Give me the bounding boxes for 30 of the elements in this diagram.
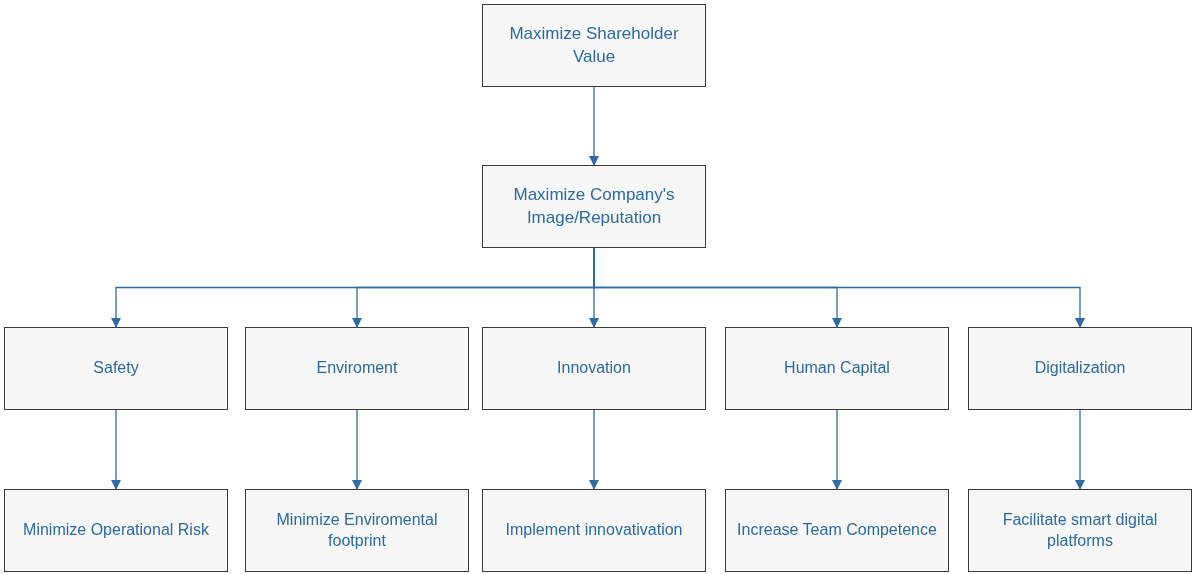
box-label: Facilitate smart digital platforms: [1001, 509, 1159, 551]
box-label: Maximize Company's Image/Reputation: [512, 184, 676, 229]
arrow: [111, 409, 121, 490]
box-label: Innovation: [557, 358, 631, 379]
arrow: [589, 86, 599, 166]
process-box: [482, 489, 706, 572]
process-box: [725, 327, 949, 410]
arrow: [589, 409, 599, 490]
process-box: [482, 4, 706, 87]
box-label: Digitalization: [1034, 358, 1126, 379]
process-box: [968, 489, 1192, 572]
box-label: Enviroment: [316, 358, 398, 379]
box-label: Safety: [93, 358, 139, 379]
process-box: [245, 327, 469, 410]
process-box: [245, 489, 469, 572]
box-label: Increase Team Competence: [737, 520, 937, 541]
box-label: Minimize Enviromental footprint: [275, 509, 439, 551]
arrow: [352, 409, 362, 490]
process-box: [4, 327, 228, 410]
box-label: Minimize Operational Risk: [23, 520, 209, 541]
arrow: [1075, 409, 1085, 490]
process-box: [968, 327, 1192, 410]
process-box: [482, 327, 706, 410]
process-box: [4, 489, 228, 572]
process-box: [725, 489, 949, 572]
arrow: [832, 409, 842, 490]
box-label: Human Capital: [784, 358, 890, 379]
process-box: [482, 165, 706, 248]
box-label: Maximize Shareholder Value: [508, 23, 680, 68]
box-label: Implement innovativation: [505, 520, 683, 541]
